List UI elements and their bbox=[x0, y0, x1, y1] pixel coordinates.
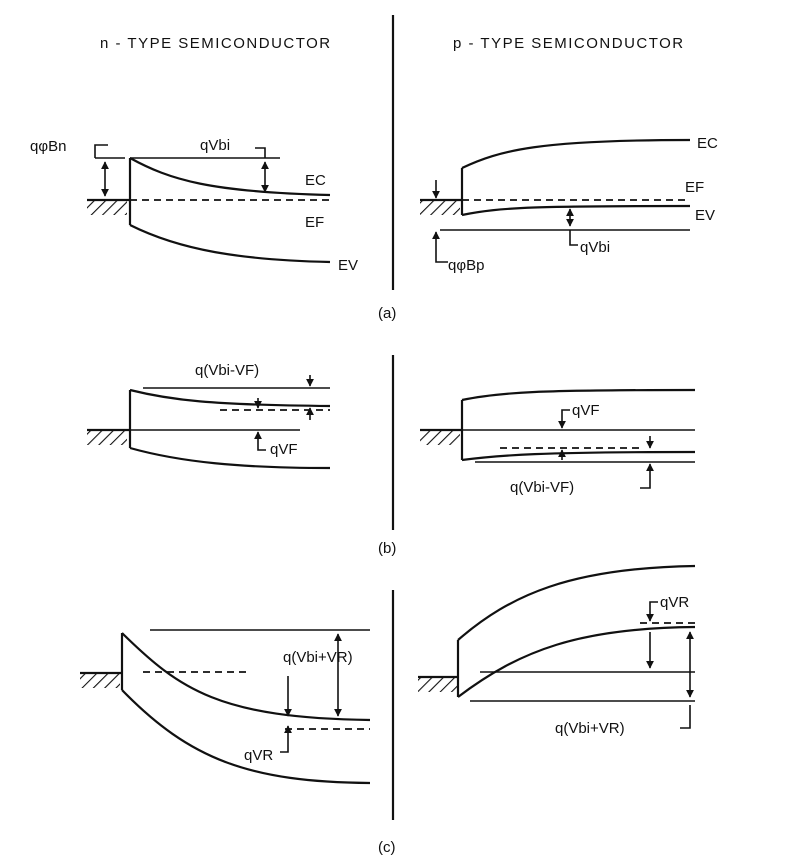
ec-label-n: EC bbox=[305, 172, 326, 189]
rev-p-top-label: qVR bbox=[660, 594, 689, 611]
vf-leader bbox=[257, 440, 266, 451]
panel-b-n-type: q(Vbi-VF) qVF bbox=[87, 362, 331, 470]
valence-band bbox=[129, 446, 331, 470]
vr-leader bbox=[280, 745, 289, 753]
vf-leader bbox=[561, 409, 570, 418]
metal-hatch bbox=[87, 430, 127, 445]
panel-c-p-type: qVR q(Vbi+VR) bbox=[418, 564, 696, 737]
barrier-leader bbox=[640, 474, 651, 489]
conduction-band bbox=[461, 138, 691, 169]
conduction-band bbox=[129, 157, 331, 197]
valence-band bbox=[461, 450, 696, 462]
qvbi-label-p: qVbi bbox=[580, 239, 610, 256]
valence-band bbox=[121, 689, 371, 785]
rev-n-top-label: q(Vbi+VR) bbox=[283, 649, 353, 666]
metal-hatch bbox=[80, 673, 120, 688]
vbi-leader bbox=[569, 230, 578, 246]
panel-label-b: (b) bbox=[378, 540, 396, 557]
barrier-leader bbox=[94, 144, 108, 158]
panel-c-n-type: q(Vbi+VR) qVR bbox=[80, 629, 371, 785]
ef-label-p: EF bbox=[685, 179, 704, 196]
conduction-band bbox=[129, 388, 331, 408]
rev-p-bottom-label: q(Vbi+VR) bbox=[555, 720, 625, 737]
qvbi-label-n: qVbi bbox=[200, 137, 230, 154]
n-type-header: n - TYPE SEMICONDUCTOR bbox=[100, 35, 332, 52]
q-phi-bp-label: qφBp bbox=[448, 257, 484, 274]
ev-label-p: EV bbox=[695, 207, 715, 224]
panel-a-p-type: qφBp qVbi EC EF EV bbox=[420, 135, 718, 274]
vr-leader bbox=[649, 601, 658, 610]
fwd-p-bottom-label: q(Vbi-VF) bbox=[510, 479, 574, 496]
conduction-band bbox=[121, 632, 371, 722]
valence-band bbox=[129, 224, 331, 264]
rev-n-bottom-label: qVR bbox=[244, 747, 273, 764]
ev-label-n: EV bbox=[338, 257, 358, 274]
q-phi-bn-label: qφBn bbox=[30, 138, 66, 155]
metal-hatch bbox=[420, 430, 460, 445]
fwd-p-top-label: qVF bbox=[572, 402, 600, 419]
metal-hatch bbox=[418, 677, 458, 692]
valence-band bbox=[457, 625, 696, 698]
fwd-n-top-label: q(Vbi-VF) bbox=[195, 362, 259, 379]
fwd-n-bottom-label: qVF bbox=[270, 441, 298, 458]
vbi-leader bbox=[255, 147, 266, 158]
vbi-vr-leader bbox=[680, 705, 691, 729]
barrier-leader bbox=[435, 250, 448, 263]
valence-band bbox=[461, 204, 691, 217]
metal-hatch bbox=[420, 200, 460, 215]
ec-label-p: EC bbox=[697, 135, 718, 152]
panel-b-p-type: qVF q(Vbi-VF) bbox=[420, 388, 696, 496]
panel-label-c: (c) bbox=[378, 839, 396, 856]
panel-label-a: (a) bbox=[378, 305, 396, 322]
ef-label-n: EF bbox=[305, 214, 324, 231]
p-type-header: p - TYPE SEMICONDUCTOR bbox=[453, 35, 685, 52]
conduction-band bbox=[457, 564, 696, 641]
metal-hatch bbox=[87, 200, 127, 215]
panel-a-n-type: qφBn qVbi EC EF EV bbox=[30, 137, 358, 274]
conduction-band bbox=[461, 388, 696, 402]
